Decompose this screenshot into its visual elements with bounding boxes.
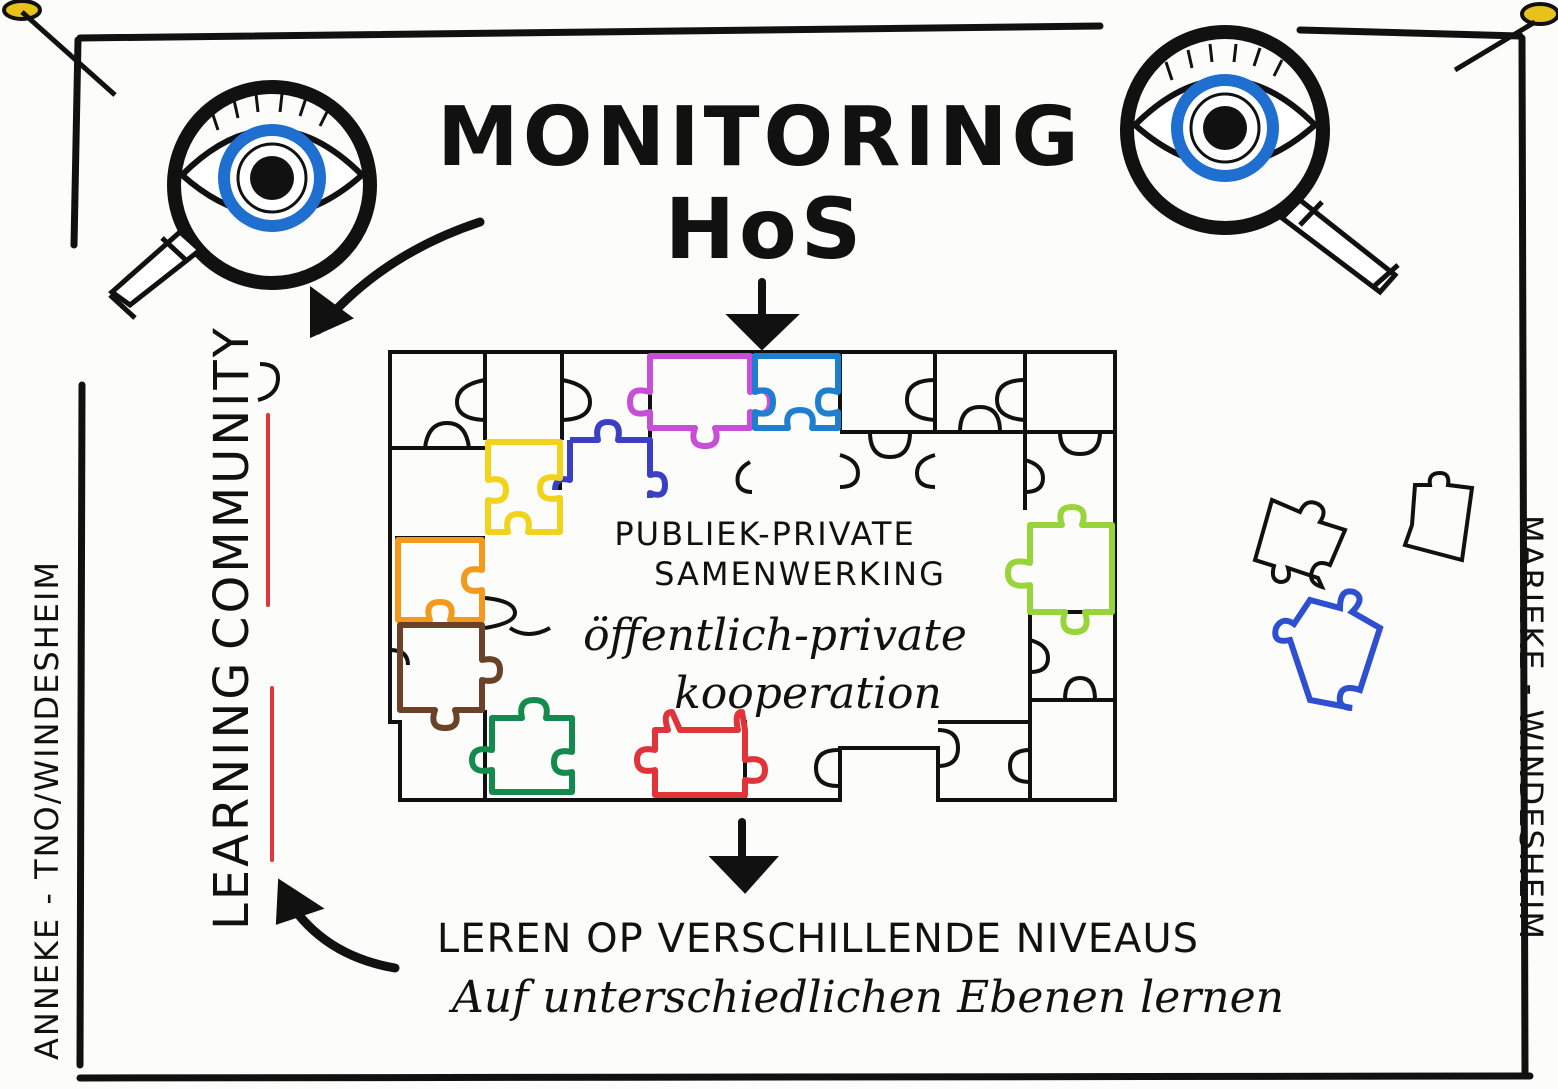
community-flourish bbox=[257, 362, 281, 402]
learning-community-label: LEARNING COMMUNITY bbox=[204, 325, 260, 930]
frame bbox=[70, 22, 1534, 1082]
title-line-2: HoS bbox=[665, 180, 866, 278]
puzzle-piece-icon bbox=[1272, 588, 1384, 711]
curved-arrow-icon bbox=[275, 878, 400, 973]
puzzle-grid bbox=[388, 350, 1117, 802]
title-line-1: MONITORING bbox=[437, 90, 1083, 185]
learning-label: LEARNING bbox=[204, 660, 260, 930]
puzzle-piece-icon bbox=[395, 353, 1115, 798]
red-accent-lines bbox=[266, 413, 274, 862]
credit-left: ANNEKE - TNO/WINDESHEIM bbox=[28, 560, 66, 1060]
center-subheading-1: öffentlich-private bbox=[583, 610, 967, 661]
arrow-down-icon bbox=[708, 818, 779, 894]
eye-magnifier-icon bbox=[1120, 25, 1400, 296]
center-heading-2: SAMENWERKING bbox=[654, 555, 946, 593]
eye-magnifier-icon bbox=[108, 80, 377, 320]
curved-arrow-icon bbox=[310, 217, 485, 339]
pin-icon bbox=[2, 0, 117, 97]
credit-right: MARIEKE - WINDESHEIM bbox=[1512, 515, 1550, 941]
center-subheading-2: kooperation bbox=[674, 668, 942, 719]
puzzle-piece-icon bbox=[1252, 470, 1475, 591]
pin-icon bbox=[1453, 2, 1558, 73]
bottom-subheading: Auf unterschiedlichen Ebenen lernen bbox=[448, 972, 1284, 1023]
center-heading-1: PUBLIEK-PRIVATE bbox=[614, 515, 915, 553]
arrow-down-icon bbox=[725, 278, 800, 351]
bottom-heading: LEREN OP VERSCHILLENDE NIVEAUS bbox=[437, 916, 1199, 962]
community-label: COMMUNITY bbox=[204, 325, 260, 650]
